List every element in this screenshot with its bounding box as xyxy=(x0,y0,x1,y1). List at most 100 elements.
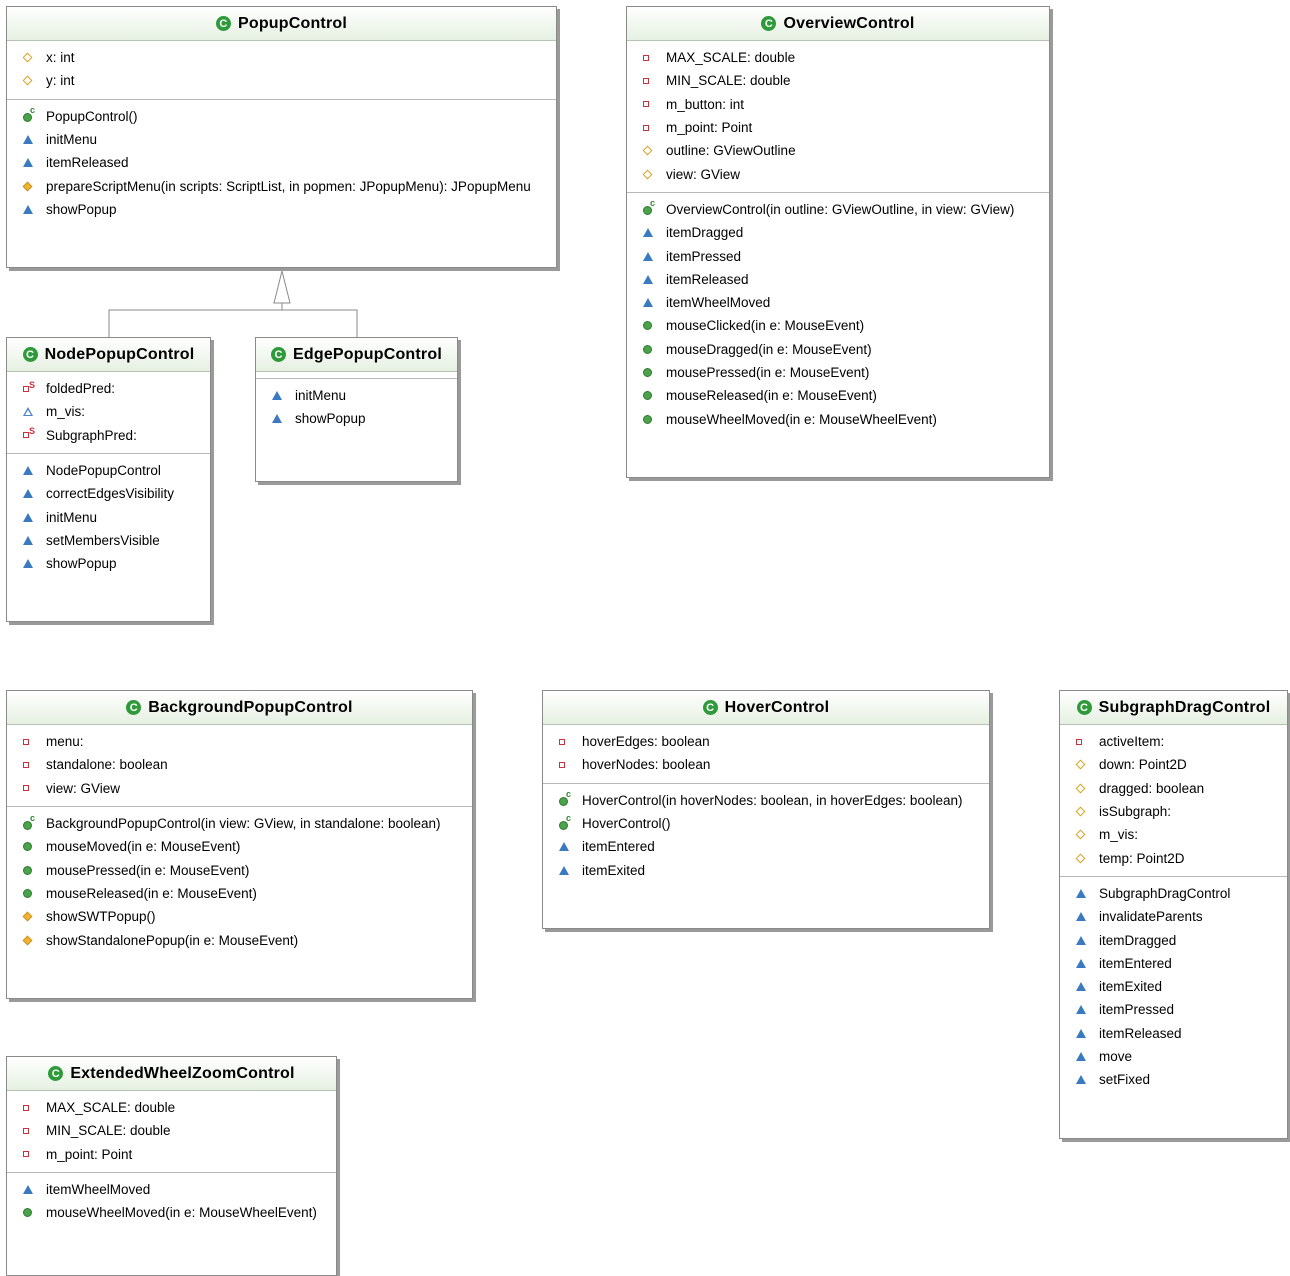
field-row[interactable]: x: int xyxy=(7,46,556,69)
method-row[interactable]: itemExited xyxy=(1060,975,1287,998)
method-row[interactable]: itemWheelMoved xyxy=(7,1178,336,1201)
public-method-icon xyxy=(643,321,661,331)
method-row[interactable]: mouseWheelMoved(in e: MouseWheelEvent) xyxy=(627,407,1049,430)
field-row[interactable]: m_point: Point xyxy=(7,1143,336,1166)
method-row[interactable]: setMembersVisible xyxy=(7,529,210,552)
method-row[interactable]: showPopup xyxy=(256,407,457,430)
field-row[interactable]: temp: Point2D xyxy=(1060,846,1287,869)
method-row[interactable]: itemWheelMoved xyxy=(627,291,1049,314)
method-label: itemPressed xyxy=(666,248,742,264)
method-row[interactable]: invalidateParents xyxy=(1060,905,1287,928)
method-row[interactable]: showPopup xyxy=(7,552,210,575)
method-row[interactable]: showStandalonePopup(in e: MouseEvent) xyxy=(7,928,472,951)
field-row[interactable]: activeItem: xyxy=(1060,730,1287,753)
method-row[interactable]: itemReleased xyxy=(627,268,1049,291)
method-row[interactable]: move xyxy=(1060,1045,1287,1068)
field-row[interactable]: hoverEdges: boolean xyxy=(543,730,989,753)
field-row[interactable]: view: GView xyxy=(627,162,1049,185)
field-row[interactable]: y: int xyxy=(7,69,556,92)
method-row[interactable]: mouseWheelMoved(in e: MouseWheelEvent) xyxy=(7,1201,336,1224)
field-row[interactable]: m_point: Point xyxy=(627,116,1049,139)
method-row[interactable]: mousePressed(in e: MouseEvent) xyxy=(627,361,1049,384)
package-method-icon xyxy=(23,204,41,214)
field-row[interactable]: m_vis: xyxy=(1060,823,1287,846)
method-row[interactable]: prepareScriptMenu(in scripts: ScriptList… xyxy=(7,174,556,197)
method-row[interactable]: mouseReleased(in e: MouseEvent) xyxy=(627,384,1049,407)
method-row[interactable]: mouseMoved(in e: MouseEvent) xyxy=(7,835,472,858)
package-method-icon xyxy=(23,466,41,476)
method-row[interactable]: itemDragged xyxy=(627,221,1049,244)
fields-compartment xyxy=(256,372,457,379)
private-static-field-icon: S xyxy=(23,426,41,439)
method-row[interactable]: showPopup xyxy=(7,198,556,221)
field-row[interactable]: m_vis: xyxy=(7,400,210,423)
method-row[interactable]: mouseClicked(in e: MouseEvent) xyxy=(627,314,1049,337)
method-row[interactable]: initMenu xyxy=(256,384,457,407)
field-row[interactable]: down: Point2D xyxy=(1060,753,1287,776)
package-method-icon xyxy=(23,489,41,499)
method-row[interactable]: setFixed xyxy=(1060,1068,1287,1091)
field-row[interactable]: outline: GViewOutline xyxy=(627,139,1049,162)
method-row[interactable]: mousePressed(in e: MouseEvent) xyxy=(7,858,472,881)
field-row[interactable]: hoverNodes: boolean xyxy=(543,753,989,776)
public-method-icon xyxy=(643,344,661,354)
method-label: NodePopupControl xyxy=(46,463,161,479)
method-label: showPopup xyxy=(46,201,117,217)
field-row[interactable]: standalone: boolean xyxy=(7,753,472,776)
public-method-icon xyxy=(23,1208,41,1218)
method-label: PopupControl() xyxy=(46,108,138,124)
method-row[interactable]: initMenu xyxy=(7,505,210,528)
method-row[interactable]: itemReleased xyxy=(1060,1022,1287,1045)
field-label: activeItem: xyxy=(1099,734,1165,750)
method-row[interactable]: initMenu xyxy=(7,128,556,151)
field-row[interactable]: dragged: boolean xyxy=(1060,777,1287,800)
field-row[interactable]: menu: xyxy=(7,730,472,753)
method-row[interactable]: showSWTPopup() xyxy=(7,905,472,928)
method-row[interactable]: itemEntered xyxy=(543,835,989,858)
package-method-icon xyxy=(1076,935,1094,945)
method-row[interactable]: mouseDragged(in e: MouseEvent) xyxy=(627,338,1049,361)
field-label: standalone: boolean xyxy=(46,757,168,773)
method-row[interactable]: itemReleased xyxy=(7,151,556,174)
field-row[interactable]: isSubgraph: xyxy=(1060,800,1287,823)
private-field-icon xyxy=(1076,738,1094,745)
field-row[interactable]: MIN_SCALE: double xyxy=(7,1119,336,1142)
field-row[interactable]: MAX_SCALE: double xyxy=(627,46,1049,69)
method-row[interactable]: correctEdgesVisibility xyxy=(7,482,210,505)
field-row[interactable]: MIN_SCALE: double xyxy=(627,69,1049,92)
method-row[interactable]: itemDragged xyxy=(1060,928,1287,951)
protected-field-icon xyxy=(642,169,661,180)
method-row[interactable]: mouseReleased(in e: MouseEvent) xyxy=(7,882,472,905)
field-label: temp: Point2D xyxy=(1099,850,1185,866)
field-row[interactable]: MAX_SCALE: double xyxy=(7,1096,336,1119)
field-row[interactable]: view: GView xyxy=(7,777,472,800)
method-label: itemEntered xyxy=(582,839,655,855)
method-row[interactable]: itemPressed xyxy=(627,244,1049,267)
method-row[interactable]: itemExited xyxy=(543,858,989,881)
method-row[interactable]: itemPressed xyxy=(1060,998,1287,1021)
method-row[interactable]: NodePopupControl xyxy=(7,459,210,482)
field-label: outline: GViewOutline xyxy=(666,143,796,159)
method-label: mouseClicked(in e: MouseEvent) xyxy=(666,318,865,334)
method-row[interactable]: SubgraphDragControl xyxy=(1060,882,1287,905)
method-row[interactable]: itemEntered xyxy=(1060,952,1287,975)
field-row[interactable]: m_button: int xyxy=(627,93,1049,116)
protected-method-icon xyxy=(22,935,41,945)
